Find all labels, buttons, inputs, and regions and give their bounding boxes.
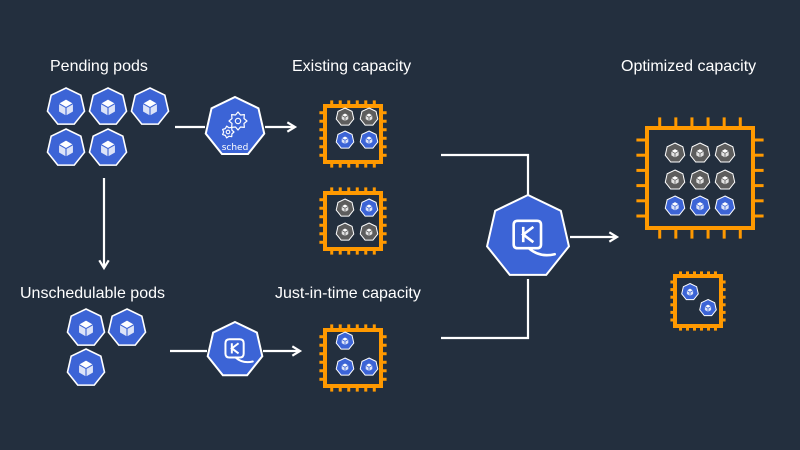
node-pod-icon (689, 169, 711, 190)
node-pod-icon (335, 357, 355, 376)
label-pending-pods: Pending pods (50, 58, 148, 75)
node-pod-icon (359, 222, 379, 241)
scheduler-icon: sched (204, 95, 266, 156)
node-pod-icon (335, 130, 355, 149)
node-pod-icon (335, 222, 355, 241)
node-pod-icon (359, 198, 379, 217)
label-optimized-capacity: Optimized capacity (621, 58, 757, 75)
node-pod-icon (335, 107, 355, 126)
node-pod-icon (714, 142, 736, 163)
pending-pod-icon (88, 128, 128, 166)
node-pod-icon (359, 107, 379, 126)
node-pod-icon (335, 331, 355, 350)
flow-arrow (98, 178, 110, 271)
node-pod-icon (714, 169, 736, 190)
scheduler-label: sched (222, 143, 249, 153)
pending-pod-icon (46, 128, 86, 166)
node-pod-icon (699, 298, 717, 317)
node-pod-icon (335, 198, 355, 217)
unschedulable-pod-icon (66, 348, 106, 386)
flow-arrow (263, 345, 303, 357)
label-unschedulable-pods: Unschedulable pods (20, 285, 165, 302)
label-existing-capacity: Existing capacity (292, 58, 412, 75)
karpenter-icon-small (206, 320, 264, 377)
label-just-in-time-capacity: Just-in-time capacity (275, 285, 421, 302)
optimized-small-node (670, 271, 726, 331)
node-pod-icon (689, 195, 711, 216)
node-pod-icon (664, 195, 686, 216)
node-pod-icon (359, 357, 379, 376)
node-pod-icon (664, 169, 686, 190)
node-pod-icon (681, 282, 699, 301)
node-pod-icon (714, 195, 736, 216)
pending-pod-icon (88, 87, 128, 125)
optimized-large-node (636, 117, 764, 239)
node-pod-icon (689, 142, 711, 163)
existing-node-1 (319, 100, 387, 168)
just-in-time-node (319, 324, 387, 392)
flow-arrow (441, 153, 530, 195)
karpenter-icon-large (485, 193, 571, 276)
node-pod-icon (664, 142, 686, 163)
pending-pod-icon (130, 87, 170, 125)
flow-arrow (265, 121, 298, 133)
existing-node-2 (319, 187, 387, 255)
flow-arrow (570, 231, 620, 243)
unschedulable-pod-icon (66, 308, 106, 346)
pending-pod-icon (46, 87, 86, 125)
node-pod-icon (359, 130, 379, 149)
unschedulable-pod-icon (107, 308, 147, 346)
flow-arrow (441, 279, 530, 340)
